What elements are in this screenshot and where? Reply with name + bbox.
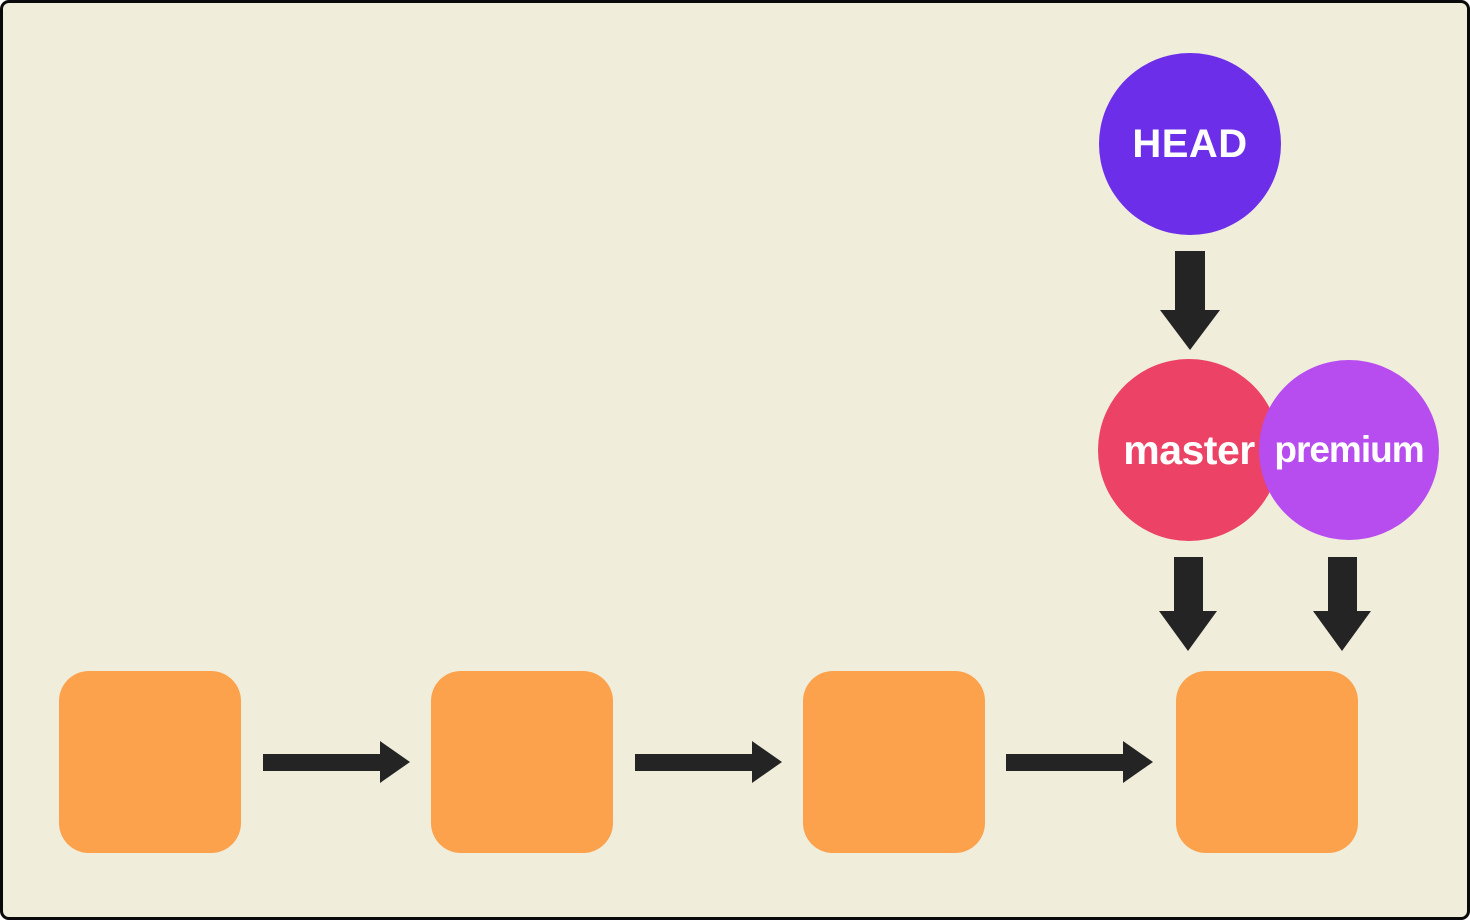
arrow-shaft bbox=[1006, 754, 1123, 771]
branch-node-master: master bbox=[1098, 359, 1280, 541]
arrow-head-icon bbox=[752, 741, 782, 783]
head-to-master-arrow bbox=[1160, 251, 1220, 350]
commit-node-1 bbox=[59, 671, 241, 853]
arrow-head-icon bbox=[1160, 310, 1220, 350]
premium-to-commit-arrow bbox=[1313, 557, 1373, 651]
arrow-shaft bbox=[1175, 251, 1205, 311]
branch-node-premium: premium bbox=[1259, 360, 1439, 540]
commit-node-2 bbox=[431, 671, 613, 853]
arrow-shaft bbox=[263, 754, 380, 771]
master-label: master bbox=[1123, 426, 1255, 473]
arrow-head-icon bbox=[1159, 611, 1217, 651]
arrow-shaft bbox=[1328, 557, 1357, 612]
arrow-head-icon bbox=[380, 741, 410, 783]
premium-label: premium bbox=[1274, 429, 1424, 470]
head-node: HEAD bbox=[1099, 53, 1281, 235]
arrow-head-icon bbox=[1313, 611, 1371, 651]
commit-node-4 bbox=[1176, 671, 1358, 853]
commit-node-3 bbox=[803, 671, 985, 853]
head-label: HEAD bbox=[1132, 121, 1248, 166]
arrow-shaft bbox=[1174, 557, 1203, 612]
arrow-shaft bbox=[635, 754, 752, 771]
master-to-commit-arrow bbox=[1159, 557, 1219, 651]
arrow-head-icon bbox=[1123, 741, 1153, 783]
